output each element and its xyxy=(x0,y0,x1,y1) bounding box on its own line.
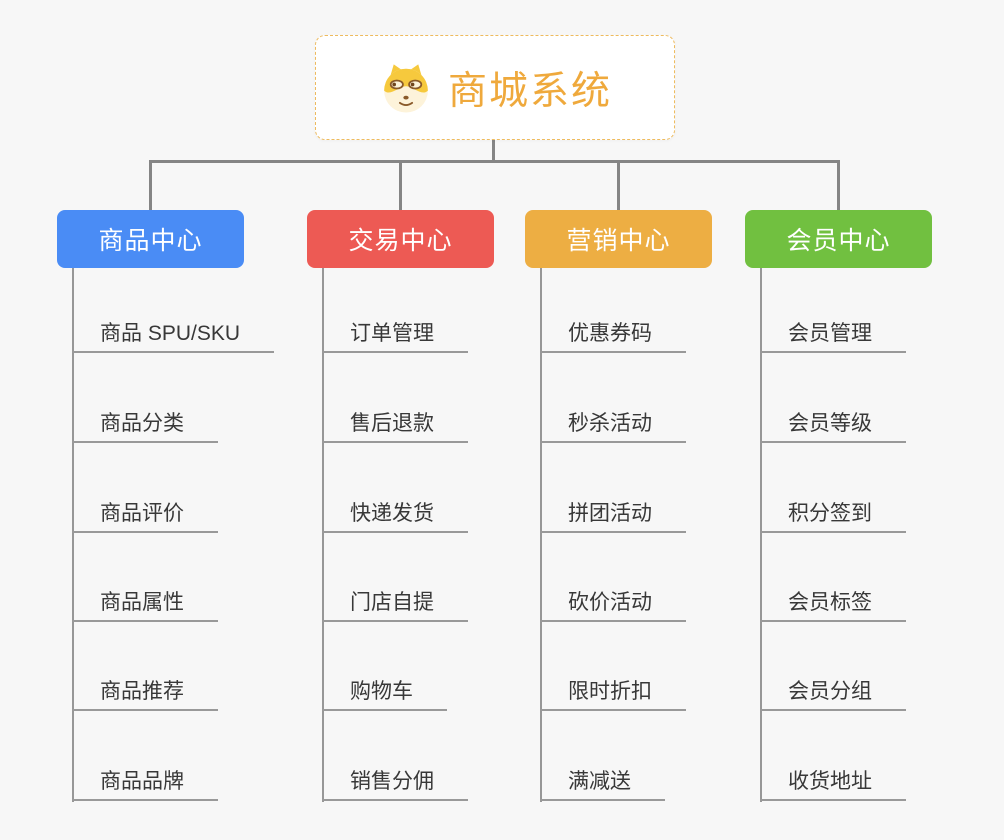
connector-drop-products xyxy=(149,160,152,211)
leaf-node[interactable]: 会员管理 xyxy=(760,319,906,353)
leaf-node[interactable]: 拼团活动 xyxy=(540,499,686,533)
branch-spine-products xyxy=(72,267,74,802)
branch-label: 会员中心 xyxy=(786,227,891,255)
root-title: 商城系统 xyxy=(447,69,612,113)
leaf-node[interactable]: 会员分组 xyxy=(760,677,906,711)
branch-header-trade-center[interactable]: 交易中心 xyxy=(307,210,494,268)
branch-header-product-center[interactable]: 商品中心 xyxy=(57,210,244,268)
leaf-node[interactable]: 商品推荐 xyxy=(72,677,218,711)
branch-label: 营销中心 xyxy=(566,227,671,255)
leaf-node[interactable]: 限时折扣 xyxy=(540,677,686,711)
connector-horizontal-bar xyxy=(149,160,840,163)
leaf-node[interactable]: 销售分佣 xyxy=(322,767,468,801)
connector-root-stem xyxy=(492,140,495,162)
branch-spine-members xyxy=(760,267,762,802)
leaf-node[interactable]: 快递发货 xyxy=(322,499,468,533)
leaf-node[interactable]: 会员标签 xyxy=(760,588,906,622)
leaf-node[interactable]: 商品评价 xyxy=(72,499,218,533)
leaf-node[interactable]: 商品分类 xyxy=(72,409,218,443)
leaf-node[interactable]: 收货地址 xyxy=(760,767,906,801)
root-node[interactable]: 商城系统 xyxy=(315,35,675,140)
branch-spine-trade xyxy=(322,267,324,802)
leaf-node[interactable]: 积分签到 xyxy=(760,499,906,533)
leaf-node[interactable]: 商品属性 xyxy=(72,588,218,622)
leaf-node[interactable]: 秒杀活动 xyxy=(540,409,686,443)
connector-drop-trade xyxy=(399,160,402,211)
branch-spine-marketing xyxy=(540,267,542,802)
leaf-node[interactable]: 订单管理 xyxy=(322,319,468,353)
branch-header-member-center[interactable]: 会员中心 xyxy=(745,210,932,268)
leaf-node[interactable]: 砍价活动 xyxy=(540,588,686,622)
doge-icon xyxy=(384,63,428,112)
leaf-node[interactable]: 购物车 xyxy=(322,677,447,711)
branch-label: 商品中心 xyxy=(98,227,203,255)
leaf-node[interactable]: 商品品牌 xyxy=(72,767,218,801)
leaf-node[interactable]: 满减送 xyxy=(540,767,665,801)
connector-drop-members xyxy=(837,160,840,211)
leaf-node[interactable]: 会员等级 xyxy=(760,409,906,443)
leaf-node[interactable]: 商品 SPU/SKU xyxy=(72,319,275,353)
branch-header-marketing-center[interactable]: 营销中心 xyxy=(525,210,712,268)
leaf-node[interactable]: 售后退款 xyxy=(322,409,468,443)
leaf-node[interactable]: 门店自提 xyxy=(322,588,468,622)
connector-drop-marketing xyxy=(617,160,620,211)
leaf-node[interactable]: 优惠券码 xyxy=(540,319,686,353)
branch-label: 交易中心 xyxy=(348,227,453,255)
